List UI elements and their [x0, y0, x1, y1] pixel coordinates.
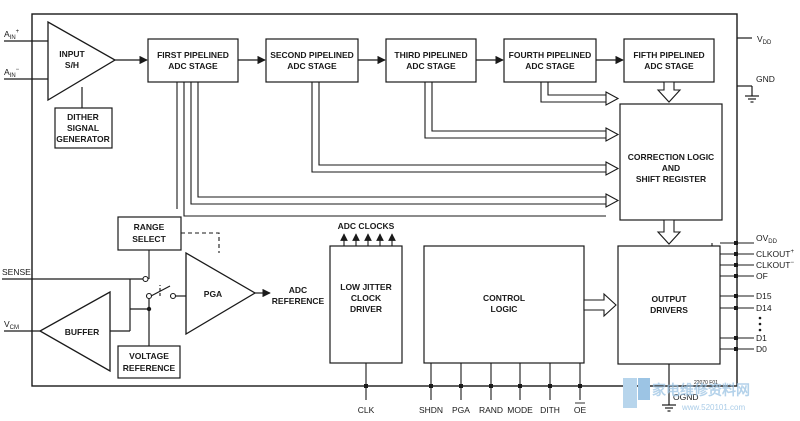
stage1-label-1: FIRST PIPELINED [157, 50, 229, 60]
stage-buses [176, 82, 620, 217]
adc-clock-arrows [340, 233, 396, 246]
pin-d15: D15 [756, 291, 772, 301]
stage4-block [503, 38, 597, 83]
voltage-reference-label-1: VOLTAGE [129, 351, 169, 361]
pin-ognd: OGND [673, 392, 699, 402]
gnd-symbol [745, 95, 759, 103]
output-drivers-label-1: OUTPUT [652, 294, 688, 304]
pin-rand: RAND [479, 405, 503, 415]
pin-d0: D0 [756, 344, 767, 354]
range-select-dashed-link [181, 232, 220, 253]
pin-clkout-minus: CLKOUT− [756, 260, 794, 270]
stage5-to-correction-arrow [656, 81, 682, 103]
stage1-label-2: ADC STAGE [168, 61, 218, 71]
pin-mode: MODE [507, 405, 533, 415]
bottom-pin-squares [364, 384, 582, 388]
control-logic-label-1: CONTROL [483, 293, 525, 303]
pin-d14: D14 [756, 303, 772, 313]
clock-driver-label-3: DRIVER [350, 304, 382, 314]
range-select-label-1: RANGE [134, 222, 165, 232]
stage2-label-1: SECOND PIPELINED [270, 50, 354, 60]
pin-dith: DITH [540, 405, 560, 415]
output-drivers-label-2: DRIVERS [650, 305, 688, 315]
output-pin-squares [734, 241, 738, 351]
pin-pga: PGA [452, 405, 470, 415]
control-logic-block [423, 245, 585, 364]
stage5-label-1: FIFTH PIPELINED [633, 50, 704, 60]
figure-id: 22070 F01 [694, 380, 718, 386]
input-sh-amplifier [47, 20, 117, 102]
voltage-reference-label-2: REFERENCE [123, 363, 176, 373]
stage3-block [385, 38, 477, 83]
dither-label-1: DITHER [67, 112, 99, 122]
dither-label-3: GENERATOR [56, 134, 110, 144]
adc-clocks-label: ADC CLOCKS [338, 221, 395, 231]
buffer-label: BUFFER [65, 327, 99, 337]
range-select-label-2: SELECT [132, 234, 166, 244]
stage5-label-2: ADC STAGE [644, 61, 694, 71]
pin-clkout-plus: CLKOUT+ [756, 249, 794, 259]
pin-shdn: SHDN [419, 405, 443, 415]
pga-label: PGA [204, 289, 222, 299]
input-sh-label-1: INPUT [59, 49, 85, 59]
pin-clk: CLK [358, 405, 375, 415]
stage3-label-2: ADC STAGE [406, 61, 456, 71]
control-logic-label-2: LOGIC [491, 304, 518, 314]
ellipsis-dots [758, 316, 762, 332]
correction-label-3: SHIFT REGISTER [636, 174, 706, 184]
pin-of: OF [756, 271, 768, 281]
input-sh-label-2: S/H [65, 60, 79, 70]
correction-logic-block [619, 103, 723, 221]
adc-reference-label-2: REFERENCE [272, 296, 325, 306]
pin-vdd: VDD [757, 34, 772, 46]
pin-sense: SENSE [2, 267, 31, 277]
bottom-pin-lines [365, 363, 581, 400]
watermark-url: www.520101.com [681, 403, 745, 412]
stage1-block [147, 38, 239, 83]
pga-amplifier [185, 251, 257, 336]
buffer-amplifier [38, 290, 111, 373]
pin-ain-minus: AIN− [4, 67, 20, 79]
dither-label-2: SIGNAL [67, 123, 99, 133]
ognd-symbol [662, 404, 676, 412]
correction-label-2: AND [662, 163, 680, 173]
voltage-reference-block [117, 345, 181, 379]
correction-to-output-arrow [656, 219, 682, 245]
stage3-label-1: THIRD PIPELINED [394, 50, 467, 60]
stage4-label-1: FOURTH PIPELINED [509, 50, 592, 60]
pin-oe: OE [574, 405, 587, 415]
dither-generator-block [54, 107, 113, 149]
stage5-block [623, 38, 715, 83]
output-drivers-block [617, 245, 721, 365]
stage2-label-2: ADC STAGE [287, 61, 337, 71]
correction-label-1: CORRECTION LOGIC [628, 152, 714, 162]
watermark-text: 家电维修资料网 [652, 382, 750, 398]
chip-boundary [31, 13, 738, 387]
stage4-label-2: ADC STAGE [525, 61, 575, 71]
pin-ovdd: OVDD [756, 233, 778, 245]
pin-d1: D1 [756, 333, 767, 343]
pin-gnd: GND [756, 74, 775, 84]
control-to-output-arrow [583, 292, 617, 318]
adc-reference-label-1: ADC [289, 285, 307, 295]
clock-driver-label-2: CLOCK [351, 293, 382, 303]
clock-driver-label-1: LOW JITTER [340, 282, 391, 292]
watermark-logo: 家电维修资料网 www.520101.com [623, 378, 750, 412]
pin-ain-plus: AIN+ [4, 29, 20, 41]
pin-vcm: VCM [4, 319, 19, 331]
